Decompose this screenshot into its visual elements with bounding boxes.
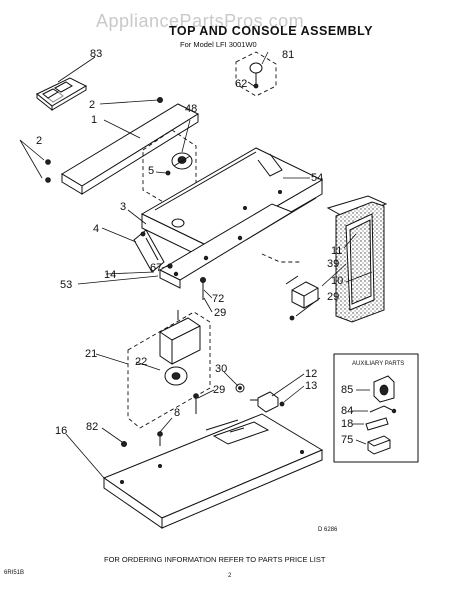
watermark: AppliancePartsPros.com — [96, 11, 304, 31]
model-subtitle: For Model LFI 3001W0 — [180, 40, 257, 49]
callout-5: 5 — [148, 165, 154, 177]
part-8-screw — [157, 431, 163, 446]
part-13-screw — [279, 401, 285, 407]
callout-1: 1 — [91, 114, 97, 126]
callout-81: 81 — [282, 49, 294, 61]
callout-82: 82 — [86, 421, 98, 433]
part-21-motor-assembly — [127, 310, 211, 429]
callout-83: 83 — [90, 48, 102, 60]
aux-part-18-icon — [365, 417, 389, 431]
callout-39: 39 — [327, 258, 339, 270]
callout-12: 12 — [305, 368, 317, 380]
callout-62: 62 — [235, 78, 247, 90]
part-39-relay — [261, 253, 319, 321]
callout-2-top: 2 — [89, 99, 95, 111]
part-12-switch — [250, 391, 279, 413]
aux-part-75-icon — [367, 435, 391, 455]
leader-lines — [19, 51, 373, 479]
callout-72: 72 — [212, 293, 224, 305]
aux-callout-84: 84 — [341, 405, 353, 417]
callout-16: 16 — [55, 425, 67, 437]
ordering-info-footer: FOR ORDERING INFORMATION REFER TO PARTS … — [104, 555, 326, 564]
aux-callout-85: 85 — [341, 384, 353, 396]
callout-53: 53 — [60, 279, 72, 291]
callout-labels: 83 81 62 2 48 1 2 5 54 3 4 11 39 10 14 6… — [36, 48, 343, 437]
part-81-knob-assembly — [235, 51, 277, 97]
part-82-plug — [121, 440, 128, 447]
auxiliary-parts-heading: AUXILIARY PARTS — [352, 361, 404, 367]
callout-48: 48 — [185, 103, 197, 115]
callout-29-rail: 29 — [214, 307, 226, 319]
callout-2-left: 2 — [36, 135, 42, 147]
callout-30: 30 — [215, 363, 227, 375]
callout-54: 54 — [311, 172, 323, 184]
page-title: TOP AND CONSOLE ASSEMBLY — [169, 24, 373, 38]
callout-11: 11 — [331, 245, 342, 257]
callout-13: 13 — [305, 380, 317, 392]
part-16-top-panel — [102, 413, 324, 529]
aux-callout-75: 75 — [341, 434, 353, 446]
aux-part-84-icon — [369, 405, 397, 414]
callout-22: 22 — [135, 356, 147, 368]
aux-callout-18: 18 — [341, 418, 353, 430]
callout-67: 67 — [150, 262, 162, 274]
page-number: 2 — [228, 573, 232, 579]
drawing-code: D 6286 — [318, 527, 338, 533]
callout-4: 4 — [93, 223, 99, 235]
part-1-console-front-panel — [45, 97, 200, 195]
callout-29-relay: 29 — [327, 291, 339, 303]
callout-10: 10 — [331, 275, 343, 287]
part-53-console-rail — [158, 203, 294, 289]
callout-14: 14 — [104, 269, 116, 281]
part-4-console-end-cap — [133, 229, 165, 273]
part-72-screw — [199, 276, 206, 300]
callout-29-motor: 29 — [213, 384, 225, 396]
callout-21: 21 — [85, 348, 97, 360]
part-11-console-side-cover — [326, 195, 388, 323]
part-29-screw — [193, 393, 199, 414]
page-code: 6RI51B — [4, 570, 24, 576]
aux-part-85-icon — [373, 375, 395, 403]
auxiliary-parts-box — [333, 353, 419, 463]
part-83-display-panel — [36, 77, 88, 112]
callout-3: 3 — [120, 201, 126, 213]
callout-8: 8 — [174, 407, 180, 419]
part-67-clip — [167, 263, 173, 269]
